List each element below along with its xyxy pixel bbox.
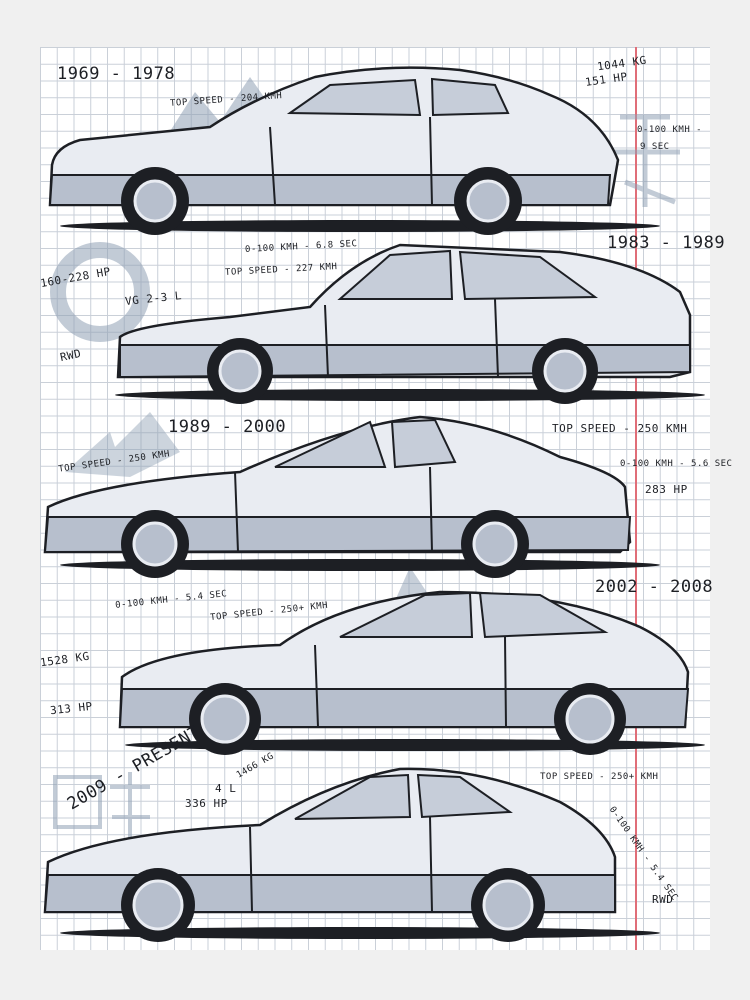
car-3-top-speed-right: TOP SPEED - 250 KMH [552, 422, 688, 435]
car-4-years: 2002 - 2008 [595, 577, 714, 597]
car-3-acceleration: 0-100 KMH - 5.6 SEC [620, 459, 733, 469]
splash-kanji-right [615, 114, 680, 207]
car-1-years: 1969 - 1978 [57, 64, 176, 84]
car-5-drive: RWD [652, 893, 674, 906]
car-1-1969-1978 [48, 66, 660, 235]
car-4-2002-2008 [118, 590, 705, 755]
car-5-engine: 4 L [215, 782, 237, 795]
car-1-acceleration: 0-100 KMH - [637, 125, 703, 135]
car-3-1989-2000 [43, 415, 660, 578]
splash-tree [65, 412, 180, 477]
car-5-power: 336 HP [185, 797, 228, 810]
car-2-years: 1983 - 1989 [607, 233, 726, 253]
splash-kanji-left [53, 772, 150, 847]
car-5-top-speed: TOP SPEED - 250+ KMH [540, 772, 659, 782]
car-2-1983-1989 [115, 243, 705, 404]
car-3-power: 283 HP [645, 483, 688, 496]
poster: 1969 - 1978 TOP SPEED - 204 KMH 1044 KG … [39, 47, 732, 950]
car-1-acceleration-sec: 9 SEC [640, 142, 670, 152]
margin-line [635, 47, 637, 950]
car-5-2009-present [43, 767, 660, 942]
car-3-years: 1989 - 2000 [168, 417, 287, 437]
splash-ring [50, 242, 150, 342]
